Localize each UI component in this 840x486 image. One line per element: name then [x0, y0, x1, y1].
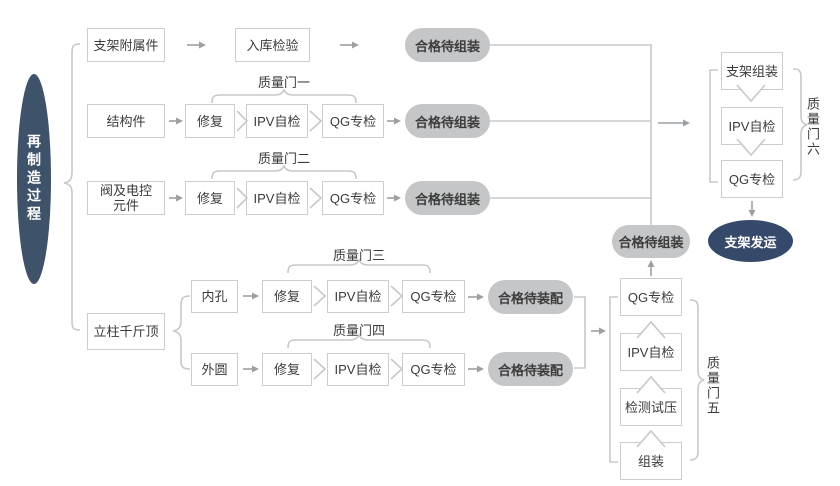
node-qg-inspection-2: QG专检	[322, 181, 384, 215]
node-repair-4: 修复	[262, 353, 312, 386]
chevron-connector	[236, 84, 766, 448]
pills-join-bracket	[574, 296, 586, 369]
gate1-brace	[211, 88, 357, 104]
pill-qualified-for-fitting-2: 合格待装配	[488, 352, 573, 386]
node-test-pressure: 检测试压	[620, 388, 682, 426]
final-column-bracket	[709, 69, 718, 183]
node-ipv-selfcheck-2: IPV自检	[246, 181, 308, 215]
gate2-brace	[211, 164, 357, 180]
pill-qualified-for-assembly-4: 合格待组装	[612, 225, 690, 258]
node-repair-3: 修复	[262, 280, 312, 313]
node-qg-inspection-1: QG专检	[322, 104, 384, 138]
gate4-label: 质量门四	[332, 323, 385, 338]
pill-qualified-for-assembly-1: 合格待组装	[405, 28, 490, 62]
node-ipv-selfcheck-4: IPV自检	[327, 353, 389, 386]
node-assemble: 组装	[620, 442, 682, 480]
node-prop-jack: 立柱千斤顶	[87, 313, 165, 350]
gate3-label: 质量门三	[332, 248, 385, 263]
column-split-brace	[172, 295, 191, 370]
node-valve-electric-parts: 阀及电控元件	[87, 181, 165, 215]
pill-qualified-for-assembly-2: 合格待组装	[405, 104, 490, 138]
node-ipv-selfcheck-1: IPV自检	[246, 104, 308, 138]
node-qg-inspection-5: QG专检	[620, 278, 682, 316]
node-qg-inspection-6: QG专检	[721, 160, 783, 198]
node-bracket-accessories: 支架附属件	[87, 28, 165, 62]
node-ipv-selfcheck-6: IPV自检	[721, 107, 783, 145]
process-label: 再制造过程	[26, 134, 42, 224]
node-inner-bore: 内孔	[191, 280, 238, 313]
node-outer-circle: 外圆	[191, 353, 238, 386]
gate6-label: 质量门六	[805, 97, 820, 157]
assembly-column-bracket	[609, 296, 618, 463]
pill-qualified-for-fitting-1: 合格待装配	[488, 280, 573, 314]
process-ellipse: 再制造过程	[17, 74, 51, 284]
node-bracket-assembly: 支架组装	[721, 52, 783, 90]
node-repair-1: 修复	[185, 104, 235, 138]
gate5-label: 质量门五	[705, 356, 720, 416]
node-qg-inspection-4: QG专检	[402, 353, 465, 386]
gate1-label: 质量门一	[257, 75, 310, 90]
node-ipv-selfcheck-3: IPV自检	[327, 280, 389, 313]
gate2-label: 质量门二	[257, 151, 310, 166]
terminal-ellipse-bracket-shipping: 支架发运	[708, 220, 793, 262]
node-ipv-selfcheck-5: IPV自检	[620, 333, 682, 371]
node-repair-2: 修复	[185, 181, 235, 215]
gate5-brace	[689, 299, 705, 461]
left-brace	[63, 43, 81, 331]
pill-qualified-for-assembly-3: 合格待组装	[405, 181, 490, 215]
node-qg-inspection-3: QG专检	[402, 280, 465, 313]
node-warehouse-inspection: 入库检验	[235, 28, 310, 62]
node-structural-parts: 结构件	[87, 104, 165, 138]
